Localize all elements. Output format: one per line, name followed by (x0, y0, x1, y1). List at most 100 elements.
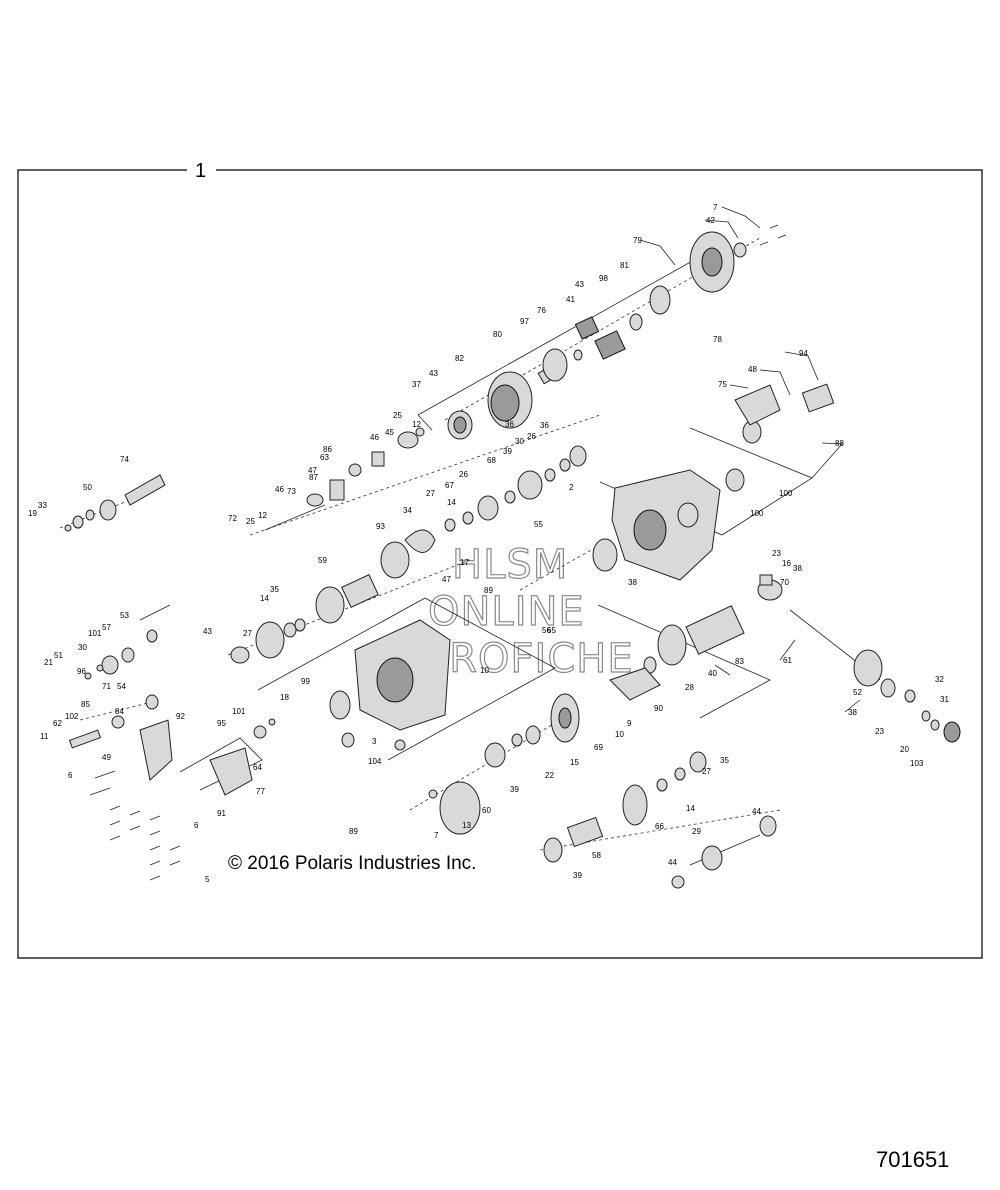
callout-label: 80 (493, 330, 502, 339)
callout-label: 27 (426, 489, 435, 498)
callout-label: 67 (445, 481, 454, 490)
callout-label: 12 (258, 511, 267, 520)
callout-label: 9 (627, 719, 632, 728)
callout-label: 43 (575, 280, 584, 289)
upper-shaft-parts (447, 231, 747, 440)
callout-label: 44 (668, 858, 677, 867)
callout-label: 91 (217, 809, 226, 818)
callout-label: 22 (545, 771, 554, 780)
callout-label: 104 (368, 757, 382, 766)
callout-label: 47 (308, 466, 317, 475)
callout-label: 92 (176, 712, 185, 721)
callout-label: 2 (569, 483, 574, 492)
callout-label: 49 (102, 753, 111, 762)
callout-label: 85 (81, 700, 90, 709)
callout-label: 97 (520, 317, 529, 326)
callout-label: 89 (349, 827, 358, 836)
callout-label: 41 (566, 295, 575, 304)
callout-label: 96 (77, 667, 86, 676)
callout-label: 35 (270, 585, 279, 594)
callout-label: 44 (752, 807, 761, 816)
callout-label: 84 (115, 707, 124, 716)
callout-label: 29 (692, 827, 701, 836)
callout-label: 40 (708, 669, 717, 678)
callout-label: 32 (935, 675, 944, 684)
callout-label: 13 (462, 821, 471, 830)
callout-label: 5 (205, 875, 210, 884)
callout-label: 25 (246, 517, 255, 526)
callout-label: 10 (615, 730, 624, 739)
callout-label: 26 (459, 470, 468, 479)
callout-label: 59 (318, 556, 327, 565)
callout-label: 10 (480, 666, 489, 675)
callout-label: 53 (120, 611, 129, 620)
callout-label: 58 (592, 851, 601, 860)
callout-label: 72 (228, 514, 237, 523)
callout-label: 39 (573, 871, 582, 880)
callout-label: 11 (40, 732, 49, 741)
callout-label: 14 (260, 594, 269, 603)
callout-label: 7 (713, 203, 718, 212)
callout-label: 101 (232, 707, 246, 716)
callout-label: 23 (772, 549, 781, 558)
bolt-hardware (89, 224, 787, 881)
callout-label: 48 (748, 365, 757, 374)
callout-label: 17 (460, 558, 469, 567)
callout-label: 43 (203, 627, 212, 636)
callout-label: 63 (320, 453, 329, 462)
callout-label: 66 (655, 822, 664, 831)
callout-label: 47 (442, 575, 451, 584)
callout-label: 70 (780, 578, 789, 587)
callout-label: 46 (370, 433, 379, 442)
callout-label: 14 (686, 804, 695, 813)
callout-label: 38 (628, 578, 637, 587)
callout-label: 50 (83, 483, 92, 492)
callout-label: 7 (434, 831, 439, 840)
callout-label: 78 (713, 335, 722, 344)
callout-label: 51 (54, 651, 63, 660)
callout-label: 14 (447, 498, 456, 507)
callout-label: 69 (594, 743, 603, 752)
callout-label: 71 (102, 682, 111, 691)
callout-label: 43 (429, 369, 438, 378)
callout-label: 98 (599, 274, 608, 283)
assembly-number: 1 (195, 160, 206, 182)
left-side-parts (64, 474, 276, 796)
callout-label: 54 (117, 682, 126, 691)
leader-lines (639, 206, 861, 713)
callout-label: 52 (853, 688, 862, 697)
callout-label: 64 (253, 763, 262, 772)
callout-label: 73 (287, 487, 296, 496)
callout-label: 46 (275, 485, 284, 494)
callout-label: 93 (376, 522, 385, 531)
callout-label: 30 (78, 643, 87, 652)
callout-label: 19 (28, 509, 37, 518)
callout-label: 100 (779, 489, 793, 498)
callout-label: 95 (217, 719, 226, 728)
callout-label: 99 (301, 677, 310, 686)
callout-label: 76 (537, 306, 546, 315)
transmission-cases (329, 469, 721, 751)
callout-label: 56 (542, 626, 551, 635)
callout-label: 27 (243, 629, 252, 638)
callout-label: 33 (38, 501, 47, 510)
callout-label: 30 (515, 437, 524, 446)
callout-label: 38 (793, 564, 802, 573)
callout-label: 60 (482, 806, 491, 815)
watermark-line-1: HLSM (452, 542, 568, 588)
shift-parts (264, 427, 425, 531)
callout-label: 86 (323, 445, 332, 454)
middle-shaft-parts (230, 445, 587, 664)
callout-label: 77 (256, 787, 265, 796)
assembly-frame (17, 169, 983, 959)
callout-label: 81 (620, 261, 629, 270)
callout-label: 26 (527, 432, 536, 441)
callout-label: 101 (88, 629, 102, 638)
callout-label: 39 (510, 785, 519, 794)
callout-label: 3 (372, 737, 377, 746)
callout-label: 79 (633, 236, 642, 245)
watermark: HLSM ONLINE MICROFICHE (371, 541, 633, 682)
right-side-parts (592, 383, 961, 743)
callout-label: 57 (102, 623, 111, 632)
